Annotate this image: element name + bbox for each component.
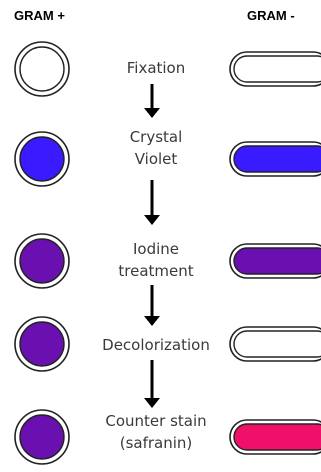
step-decolorization-label: Decolorization: [86, 334, 226, 356]
step-crystal-violet-label: Crystal Violet: [86, 126, 226, 170]
gram-negative-cell: [233, 330, 321, 358]
gram-negative-cell: [233, 423, 321, 451]
arrowhead-icon: [144, 398, 160, 408]
step-label-line: Decolorization: [102, 336, 210, 354]
gram-positive-cell: [19, 321, 65, 367]
gram-positive-cell: [19, 414, 65, 460]
gram-negative-cell: [233, 247, 321, 275]
gram-positive-cell: [19, 136, 65, 182]
step-label-line: Violet: [134, 150, 178, 168]
step-iodine-label: Iodine treatment: [86, 238, 226, 282]
gram-negative-header: GRAM -: [247, 8, 295, 23]
gram-positive-header: GRAM +: [14, 8, 65, 23]
gram-negative-cell: [233, 55, 321, 83]
gram-positive-cell: [19, 46, 65, 92]
step-fixation-label: Fixation: [86, 57, 226, 79]
step-counter-stain-label: Counter stain (safranin): [86, 410, 226, 454]
step-label-line: Iodine: [132, 240, 180, 258]
arrowhead-icon: [144, 215, 160, 225]
step-label-line: Counter stain: [105, 412, 207, 430]
step-label-line: Fixation: [126, 59, 186, 77]
arrowhead-icon: [144, 316, 160, 326]
step-label-line: (safranin): [119, 434, 193, 452]
arrowhead-icon: [144, 108, 160, 118]
gram-positive-cell: [19, 238, 65, 284]
gram-negative-cell: [233, 145, 321, 173]
step-label-line: Crystal: [129, 128, 183, 146]
step-label-line: treatment: [118, 262, 194, 280]
